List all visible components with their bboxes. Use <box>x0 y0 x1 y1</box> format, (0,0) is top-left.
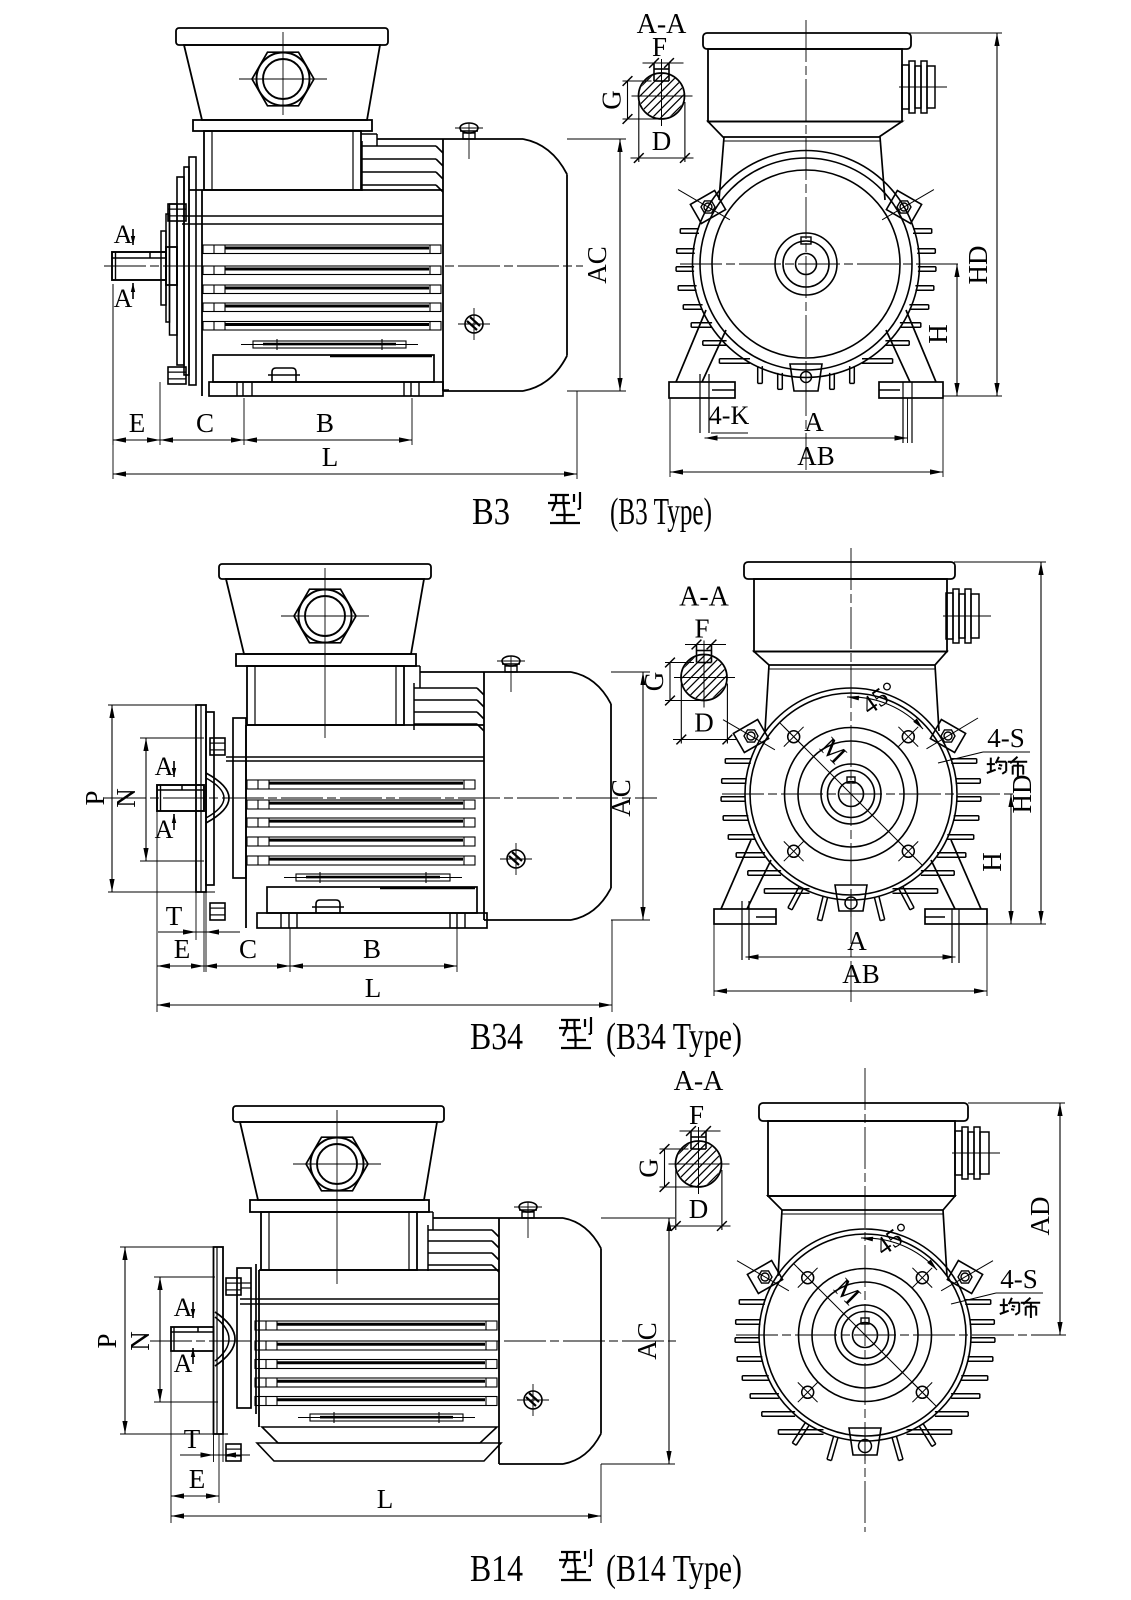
svg-text:D: D <box>652 126 672 156</box>
svg-text:A-A: A-A <box>679 582 730 613</box>
svg-text:E: E <box>174 934 191 964</box>
svg-text:A: A <box>114 220 133 249</box>
svg-text:H: H <box>977 852 1007 872</box>
svg-text:AB: AB <box>842 959 880 989</box>
svg-text:A: A <box>804 407 824 437</box>
svg-text:B34: B34 <box>470 1016 523 1058</box>
svg-text:F: F <box>689 1100 704 1130</box>
svg-text:AC: AC <box>606 779 636 817</box>
svg-text:D: D <box>689 1194 709 1224</box>
svg-text:B: B <box>363 934 381 964</box>
svg-text:A-A: A-A <box>637 9 688 40</box>
svg-text:(B3 Type): (B3 Type) <box>610 491 712 533</box>
svg-text:A: A <box>114 284 133 313</box>
svg-text:T: T <box>166 901 183 931</box>
svg-text:B: B <box>316 408 334 438</box>
svg-text:P: P <box>80 790 110 805</box>
svg-text:G: G <box>597 90 627 110</box>
svg-text:F: F <box>652 32 667 62</box>
svg-text:AC: AC <box>582 246 612 284</box>
svg-text:AB: AB <box>797 441 835 471</box>
svg-text:H: H <box>923 324 953 344</box>
svg-text:(B34 Type): (B34 Type) <box>606 1016 742 1058</box>
svg-text:E: E <box>129 408 146 438</box>
svg-text:A: A <box>155 752 174 781</box>
svg-text:HD: HD <box>1007 775 1037 814</box>
svg-text:P: P <box>92 1333 122 1348</box>
svg-text:G: G <box>639 672 669 692</box>
svg-text:F: F <box>694 614 709 644</box>
svg-text:A: A <box>155 815 174 844</box>
svg-text:C: C <box>239 934 257 964</box>
svg-text:4-S: 4-S <box>987 723 1025 753</box>
svg-text:G: G <box>634 1158 664 1178</box>
svg-text:A-A: A-A <box>674 1066 725 1097</box>
svg-text:(B14 Type): (B14 Type) <box>606 1548 742 1590</box>
svg-text:AC: AC <box>632 1322 662 1360</box>
svg-text:N: N <box>125 1331 155 1351</box>
svg-text:A: A <box>174 1349 193 1378</box>
svg-text:B14: B14 <box>470 1548 523 1590</box>
svg-text:T: T <box>184 1424 201 1454</box>
svg-text:4-S: 4-S <box>1000 1264 1038 1294</box>
svg-text:N: N <box>111 788 141 808</box>
svg-text:C: C <box>196 408 214 438</box>
svg-text:B3: B3 <box>472 491 510 533</box>
svg-text:L: L <box>377 1484 394 1514</box>
svg-text:L: L <box>322 442 339 472</box>
svg-text:A: A <box>847 926 867 956</box>
svg-text:HD: HD <box>963 246 993 285</box>
svg-text:4-K: 4-K <box>709 401 750 430</box>
svg-text:AD: AD <box>1025 1197 1055 1236</box>
svg-text:L: L <box>365 973 382 1003</box>
svg-text:D: D <box>694 708 714 738</box>
svg-text:E: E <box>189 1464 206 1494</box>
svg-text:A: A <box>174 1293 193 1322</box>
